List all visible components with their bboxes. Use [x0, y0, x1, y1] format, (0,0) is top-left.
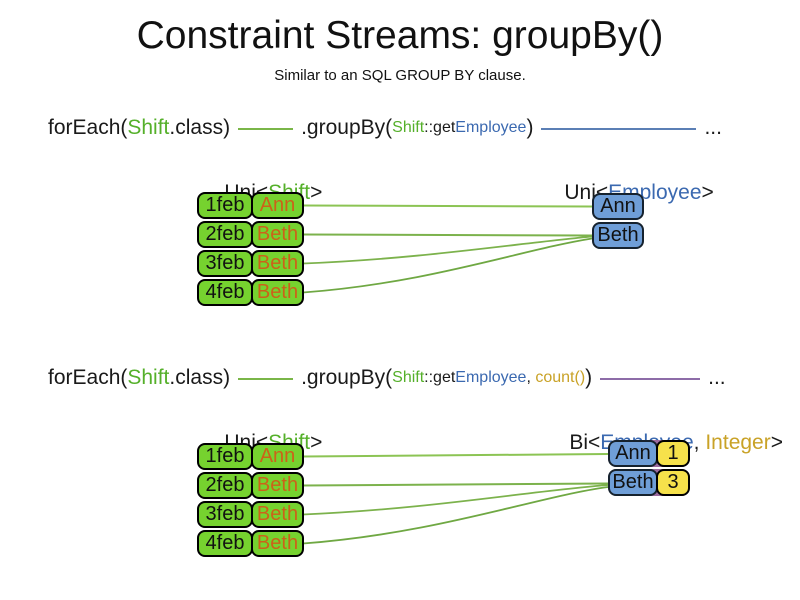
page-subtitle: Similar to an SQL GROUP BY clause. [274, 67, 526, 84]
shift-date-box: 3feb [197, 250, 253, 277]
shift-employee-box: Beth [251, 472, 304, 499]
groupby-arg-class: Shift [392, 119, 425, 136]
link-line-4feb-beth-2 [302, 486, 609, 545]
shift-date-box: 2feb [197, 221, 253, 248]
group-employee-box: Beth [608, 469, 658, 496]
groupby-arg-collector: count() [535, 369, 586, 386]
link-line-1feb-ann-2 [302, 453, 609, 458]
label-post: > [701, 181, 714, 204]
group-employee-box: Beth [592, 222, 644, 249]
shift-date-box: 4feb [197, 530, 253, 557]
shift-date-box: 3feb [197, 501, 253, 528]
stream-dash-green [238, 128, 294, 130]
groupby-keyword: .groupBy( [301, 366, 393, 389]
label-type-integer: Integer [705, 431, 771, 454]
shift-date-box: 1feb [197, 443, 253, 470]
code-line-2: forEach(Shift.class) .groupBy(Shift::get… [48, 366, 726, 390]
link-line-1feb-ann [302, 204, 593, 208]
shift-list-1: 1feb Ann 2feb Beth 3feb Beth 4feb Beth [197, 192, 304, 306]
shift-date-box: 2feb [197, 472, 253, 499]
group-count-box: 1 [656, 440, 690, 467]
link-line-3feb-beth-2 [302, 484, 609, 516]
group-count-box: 3 [656, 469, 690, 496]
foreach-close: .class) [169, 116, 231, 139]
shift-list-2: 1feb Ann 2feb Beth 3feb Beth 4feb Beth [197, 443, 304, 557]
shift-employee-box: Beth [251, 221, 304, 248]
stream-dash-blue [541, 128, 697, 130]
group-employee-box: Ann [608, 440, 658, 467]
groupby-close: ) [526, 116, 534, 139]
groupby-arg-type: Employee [455, 369, 527, 386]
link-line-2feb-beth [302, 233, 593, 237]
label-post: > [310, 431, 323, 454]
shift-employee-box: Ann [251, 192, 304, 219]
ellipsis: ... [708, 366, 726, 389]
groupby-arg-type: Employee [455, 119, 527, 136]
groupby-arg-accessor: ::get [424, 369, 456, 386]
shift-row: 3feb Beth [197, 501, 304, 528]
groupby-arg-separator: , [526, 369, 536, 386]
group-pair: Ann 1 [608, 440, 690, 467]
ellipsis: ... [704, 116, 722, 139]
shift-row: 2feb Beth [197, 472, 304, 499]
link-line-3feb-beth [302, 235, 593, 265]
stream-dash-green [238, 378, 294, 380]
foreach-keyword: forEach( [48, 116, 128, 139]
shift-date-box: 1feb [197, 192, 253, 219]
group-employee-box: Ann [592, 193, 644, 220]
groupby-arg-class: Shift [392, 369, 425, 386]
link-line-2feb-beth-2 [302, 482, 609, 487]
page-title: Constraint Streams: groupBy() [136, 14, 664, 57]
label-pre: Bi< [569, 431, 601, 454]
link-line-4feb-beth [302, 237, 593, 294]
groupby-arg-accessor: ::get [424, 119, 456, 136]
foreach-class-arg: Shift [127, 366, 170, 389]
shift-row: 4feb Beth [197, 279, 304, 306]
groupby-close: ) [585, 366, 593, 389]
shift-employee-box: Ann [251, 443, 304, 470]
label-post: > [770, 431, 783, 454]
shift-row: 1feb Ann [197, 443, 304, 470]
group-pair: Beth 3 [608, 469, 690, 496]
label-separator: , [693, 431, 706, 454]
foreach-close: .class) [169, 366, 231, 389]
stream-dash-purple [600, 378, 701, 380]
shift-employee-box: Beth [251, 250, 304, 277]
foreach-class-arg: Shift [127, 116, 170, 139]
shift-employee-box: Beth [251, 501, 304, 528]
shift-row: 1feb Ann [197, 192, 304, 219]
groupby-keyword: .groupBy( [301, 116, 393, 139]
foreach-keyword: forEach( [48, 366, 128, 389]
label-post: > [310, 181, 323, 204]
shift-row: 4feb Beth [197, 530, 304, 557]
shift-employee-box: Beth [251, 530, 304, 557]
shift-date-box: 4feb [197, 279, 253, 306]
shift-row: 3feb Beth [197, 250, 304, 277]
shift-employee-box: Beth [251, 279, 304, 306]
code-line-1: forEach(Shift.class) .groupBy(Shift::get… [48, 116, 722, 140]
shift-row: 2feb Beth [197, 221, 304, 248]
